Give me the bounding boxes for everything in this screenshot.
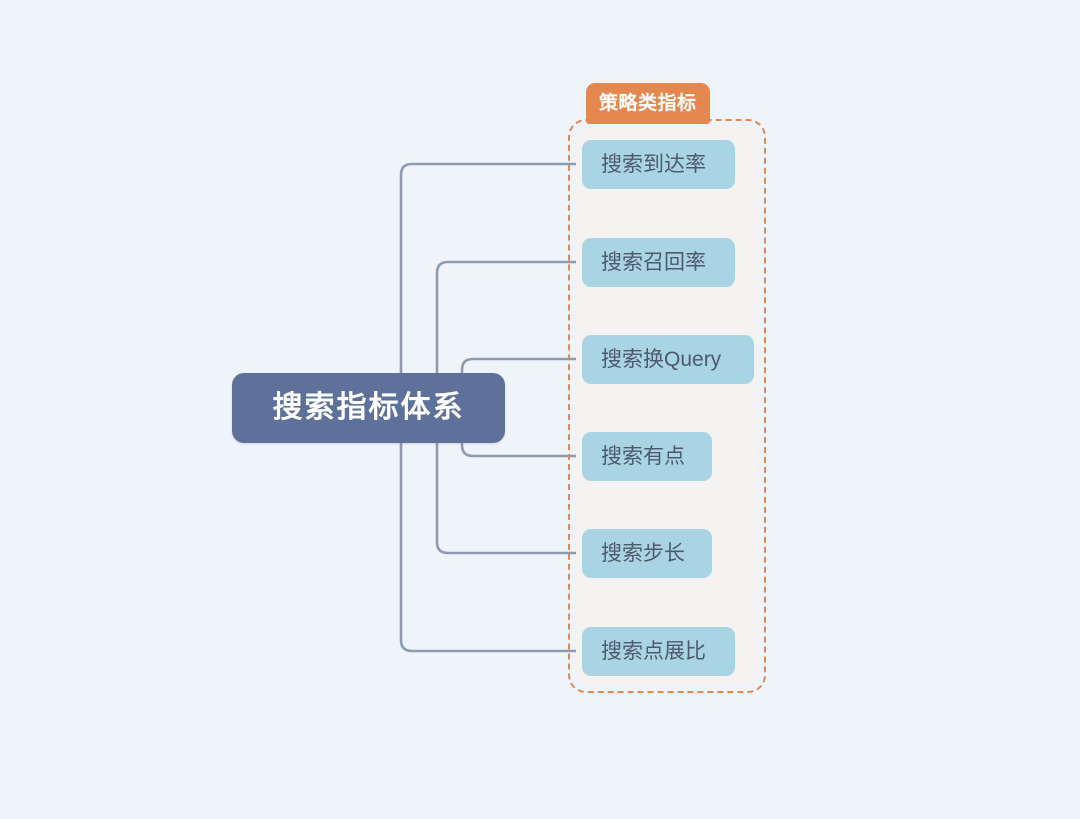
connector-to-node-1 [399,162,584,410]
child-node-6[interactable]: 搜索点展比 [582,627,735,676]
child-node-3-label: 搜索换Query [601,348,722,371]
group-header-tab-label: 策略类指标 [599,93,697,114]
child-node-4-label: 搜索有点 [601,445,685,468]
child-node-3[interactable]: 搜索换Query [582,335,754,384]
root-node-label: 搜索指标体系 [272,391,465,424]
child-node-1[interactable]: 搜索到达率 [582,140,735,189]
child-node-4[interactable]: 搜索有点 [582,432,712,481]
child-node-2[interactable]: 搜索召回率 [582,238,735,287]
child-node-2-label: 搜索召回率 [601,251,706,274]
group-dashed-border [568,119,766,693]
child-node-6-label: 搜索点展比 [601,640,706,663]
group-header-tab[interactable]: 策略类指标 [586,83,710,124]
group-panel-background [576,127,758,685]
child-node-5-label: 搜索步长 [601,542,685,565]
child-node-5[interactable]: 搜索步长 [582,529,712,578]
connector-to-node-6 [399,406,584,653]
child-node-1-label: 搜索到达率 [601,153,706,176]
root-node[interactable]: 搜索指标体系 [232,373,505,443]
